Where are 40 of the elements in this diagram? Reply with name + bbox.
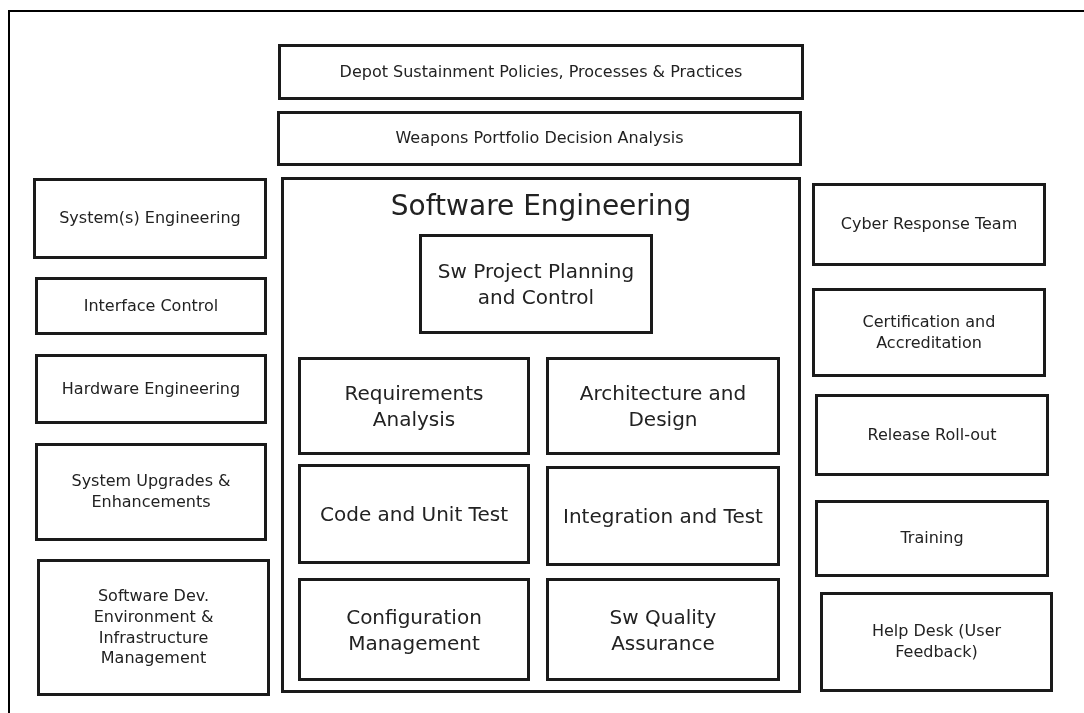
process-box — [298, 357, 530, 455]
box-label: Weapons Portfolio Decision Analysis — [394, 128, 685, 149]
process-box — [419, 234, 653, 334]
process-box — [277, 111, 802, 166]
process-box — [546, 578, 780, 681]
process-box — [815, 500, 1049, 577]
box-label: System Upgrades & Enhancements — [70, 471, 232, 513]
box-label: Code and Unit Test — [319, 501, 509, 527]
box-label: Configuration Management — [345, 603, 483, 656]
process-box — [35, 354, 267, 424]
box-label: Software Dev. Environment & Infrastructure Management — [92, 585, 215, 670]
box-label: Sw Quality Assurance — [608, 603, 718, 656]
process-box — [820, 592, 1053, 692]
group-panel — [281, 177, 801, 693]
box-label: Help Desk (User Feedback) — [870, 621, 1003, 663]
box-label: Integration and Test — [562, 503, 764, 529]
box-label: System(s) Engineering — [58, 208, 242, 229]
box-label: Cyber Response Team — [839, 214, 1019, 235]
box-label: Sw Project Planning and Control — [436, 258, 636, 310]
process-box — [815, 394, 1049, 476]
process-box — [33, 178, 267, 259]
process-box — [546, 466, 780, 566]
box-label: Depot Sustainment Policies, Processes & Practices — [338, 61, 744, 83]
process-box — [546, 357, 780, 455]
process-box — [35, 443, 267, 541]
box-label: Interface Control — [82, 295, 220, 317]
process-box — [37, 559, 270, 696]
group-title: Software Engineering — [389, 188, 693, 224]
process-box — [278, 44, 804, 100]
box-label: Training — [899, 528, 965, 549]
box-label: Hardware Engineering — [60, 378, 242, 400]
process-box — [35, 277, 267, 335]
process-box — [812, 288, 1046, 377]
process-box — [298, 464, 530, 564]
box-label: Requirements Analysis — [343, 380, 485, 432]
process-box — [298, 578, 530, 681]
process-box — [812, 183, 1046, 266]
box-label: Release Roll-out — [866, 424, 998, 446]
box-label: Certification and Accreditation — [861, 311, 997, 354]
box-label: Architecture and Design — [578, 380, 748, 432]
